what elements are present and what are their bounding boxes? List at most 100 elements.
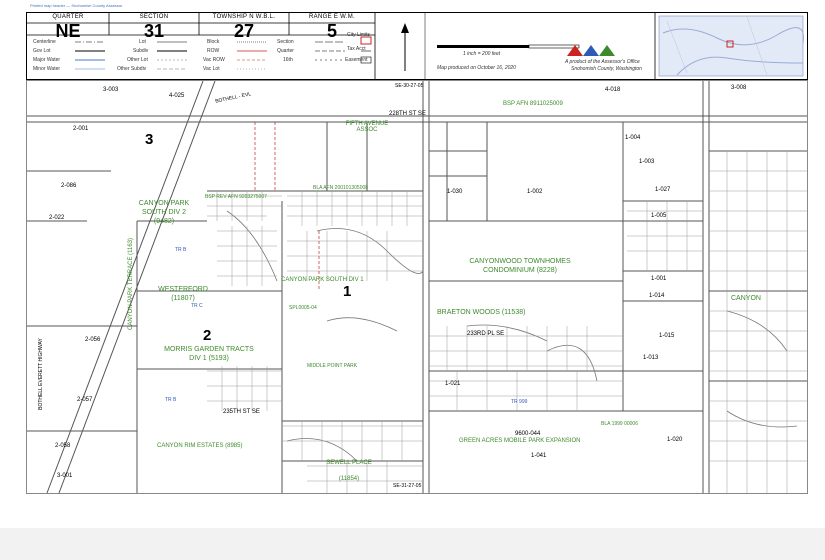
- quarter-value-cell: NE: [27, 21, 109, 42]
- parcel-2-001: 2-001: [73, 126, 89, 132]
- township-value: 27: [233, 21, 255, 41]
- legend-block: Block: [207, 39, 220, 45]
- legend-quarter: Quarter: [277, 48, 294, 54]
- middle-point-park: MIDDLE POINT PARK: [307, 363, 358, 369]
- tract-999: TR 999: [511, 399, 528, 405]
- tract-b-2: TR B: [165, 397, 177, 403]
- subdivision-canyonwood: CANYONWOOD TOWNHOMES CONDOMINIUM (8228): [469, 258, 571, 274]
- range-value: 5: [326, 21, 337, 41]
- legend-centerline: Centerline: [33, 39, 56, 45]
- corner-label-bottom: SE-31-27-05: [393, 483, 422, 489]
- map-scale: 1 inch = 200 feet: [463, 51, 501, 57]
- parcel-1-020: 1-020: [667, 437, 683, 443]
- map-date: Map produced on October 16, 2020: [437, 65, 516, 71]
- parcel-lines: [27, 81, 807, 493]
- legend-tax-acct: Tax Acct: [347, 46, 366, 52]
- legend-vac-lot: Vac Lot: [203, 66, 220, 72]
- township-cell: TOWNSHIP N W.B.L.: [199, 14, 289, 20]
- parcel-1-021: 1-021: [445, 381, 461, 387]
- green-acres-number: 9600-044: [515, 431, 541, 437]
- subdivision-canyon-park-south-div1: CANYON PARK SOUTH DIV 1: [281, 277, 364, 283]
- quadrant-2: 2: [203, 327, 212, 344]
- legend-major-water: Major Water: [33, 57, 61, 63]
- section-cell: SECTION: [109, 14, 199, 20]
- range-label: RANGE E W.M.: [309, 14, 355, 20]
- range-cell: RANGE E W.M.: [289, 14, 375, 20]
- parcel-1-001: 1-001: [651, 276, 667, 282]
- parcel-map[interactable]: SE-30-27-05 228TH ST SE BOTHELL - EVL BS…: [26, 80, 808, 494]
- parcel-1-005: 1-005: [651, 213, 667, 219]
- parcel-1-014: 1-014: [649, 293, 665, 299]
- subdivision-canyon-park-south-div2: CANYON PARK SOUTH DIV 2 (9482): [138, 200, 190, 225]
- range-value-cell: 5: [289, 21, 375, 42]
- street-bothell-everett-hwy: BOTHELL EVERETT HIGHWAY: [37, 338, 44, 410]
- legend-minor-water: Minor Water: [33, 66, 61, 72]
- street-233rd: 233RD PL SE: [467, 331, 505, 337]
- parcel-2-022: 2-022: [49, 215, 65, 221]
- parcel-1-013: 1-013: [643, 355, 659, 361]
- subdivision-morris-garden: MORRIS GARDEN TRACTS DIV 1 (5193): [164, 346, 254, 362]
- print-header-note: Printed map header — Snohomish County As…: [30, 3, 123, 8]
- subdivision-green-acres: GREEN ACRES MOBILE PARK EXPANSION: [459, 438, 581, 444]
- credit-line-1: A product of the Assessor's Office: [565, 59, 640, 65]
- street-235th: 235TH ST SE: [223, 409, 260, 415]
- parcel-2-057: 2-057: [77, 397, 93, 403]
- quarter-label: QUARTER: [52, 14, 84, 20]
- subdivision-canyon-rim: CANYON RIM ESTATES (8985): [157, 443, 243, 449]
- parcel-2-056: 2-056: [85, 337, 101, 343]
- parcel-1-002: 1-002: [527, 189, 543, 195]
- township-label: TOWNSHIP N W.B.L.: [212, 14, 276, 20]
- legend-lot: Lot: [139, 39, 146, 45]
- subdivision-westerford: WESTERFORD (11807): [158, 286, 208, 302]
- parcel-1-004: 1-004: [625, 135, 641, 141]
- subdivision-braeton-woods: BRAETON WOODS (11538): [437, 309, 526, 316]
- legend-subdiv: Subdiv: [133, 48, 149, 54]
- street-228th: 228TH ST SE: [389, 111, 426, 117]
- bsp-afn-label: BSP AFN 8911025009: [503, 101, 563, 107]
- parcel-4-018: 4-018: [605, 87, 621, 93]
- section-value: 31: [143, 21, 165, 41]
- quadrant-1: 1: [343, 283, 352, 300]
- legend-section: Section: [277, 39, 294, 45]
- parcel-1-030: 1-030: [447, 189, 463, 195]
- credit-line-2: Snohomish County, Washington: [571, 66, 642, 72]
- legend-other-lot: Other Lot: [127, 57, 148, 63]
- parcel-3-001: 3-001: [57, 473, 73, 479]
- legend-row: ROW: [207, 48, 220, 54]
- parcel-3-003: 3-003: [103, 87, 119, 93]
- parcel-1-015: 1-015: [659, 333, 675, 339]
- corner-label-top: SE-30-27-05: [395, 83, 424, 89]
- parcel-2-086: 2-086: [61, 183, 77, 189]
- spl-label: SPL0005-04: [289, 305, 317, 311]
- subdivision-sewell-place: SEWELL PLACE (11854): [326, 460, 372, 482]
- fifth-avenue-assoc: FIFTH AVENUE ASSOC: [345, 121, 389, 133]
- legend-vac-row: Vac ROW: [203, 57, 225, 63]
- tract-b: TR B: [175, 247, 187, 253]
- page-bottom-bar: [0, 528, 825, 560]
- parcel-1-041: 1-041: [531, 453, 547, 459]
- parcel-3-008: 3-008: [731, 85, 747, 91]
- quarter-cell: QUARTER: [27, 14, 109, 20]
- assessor-logo: [567, 45, 615, 56]
- map-header: QUARTER NE SECTION 31 TOWNSHIP N W.B.L. …: [26, 12, 808, 80]
- legend-16th: 16th: [283, 57, 293, 63]
- legend-easement: Easement: [345, 57, 368, 63]
- legend-gov-lot: Gov Lot: [33, 48, 51, 54]
- subdivision-canyon-east: CANYON: [731, 295, 761, 302]
- parcel-1-003: 1-003: [639, 159, 655, 165]
- parcel-2-058: 2-058: [55, 443, 71, 449]
- subdivision-canyon-park-terrace: CANYON PARK TERRACE (1163): [128, 237, 135, 331]
- legend-other-subdiv: Other Subdiv: [117, 66, 147, 72]
- section-value-cell: 31: [109, 21, 199, 42]
- parcel-4-025: 4-025: [169, 93, 185, 99]
- tract-c: TR C: [191, 303, 203, 309]
- quarter-value: NE: [55, 21, 81, 41]
- section-label: SECTION: [139, 14, 169, 20]
- bsp-rev-label: BSP REV AFN 9203275007: [205, 194, 267, 200]
- quadrant-3: 3: [145, 131, 154, 148]
- bla-1999-label: BLA 1999 00006: [601, 421, 638, 427]
- bla-afn-label: BLA AFN 200101305008: [313, 185, 369, 191]
- header-grid: [27, 13, 804, 79]
- legend-city-limits: City Limits: [347, 32, 371, 38]
